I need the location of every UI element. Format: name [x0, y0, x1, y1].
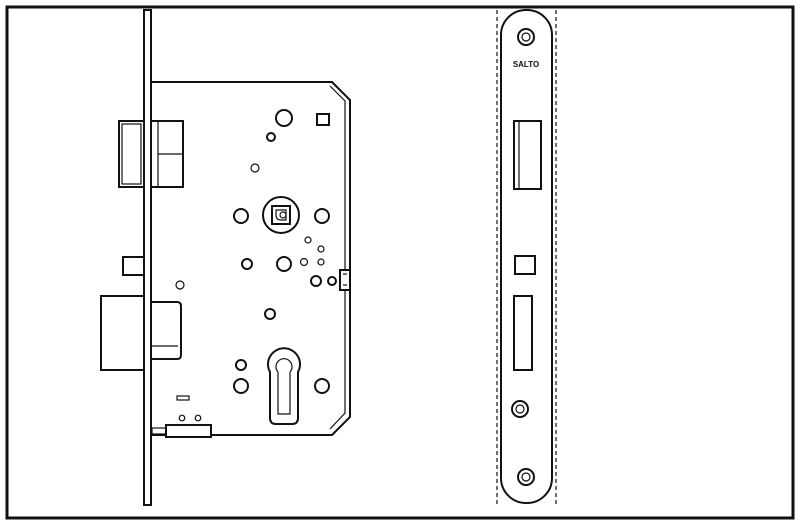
middle-screw-inner [515, 404, 525, 414]
faceplate-outline [500, 9, 553, 504]
forend-strip [143, 9, 152, 506]
top-screw-outer [517, 28, 535, 46]
trigger-latch [339, 269, 351, 291]
guard-opening [514, 255, 536, 275]
deadbolt [100, 295, 182, 371]
case-holes [175, 109, 337, 394]
faceplate-brand: SALTO [513, 60, 539, 69]
drawing-frame [5, 5, 795, 520]
bottom-screw-outer [517, 468, 535, 486]
lock-case-body [151, 81, 351, 436]
latch-bolt [118, 120, 184, 188]
lock-side-view [100, 9, 351, 506]
guard-block [122, 256, 145, 276]
top-screw-inner [521, 32, 531, 42]
lock-case-inner-edge [329, 85, 346, 430]
middle-screw-outer [511, 400, 529, 418]
latch-opening [513, 120, 542, 190]
euro-cylinder-inner [275, 358, 293, 415]
spindle-hub [262, 196, 300, 234]
bottom-bracket [151, 395, 212, 438]
bottom-screw-inner [521, 472, 531, 482]
euro-cylinder-cutout [267, 347, 301, 425]
faceplate-front-view: SALTO [496, 9, 557, 505]
deadbolt-slot [513, 295, 533, 371]
